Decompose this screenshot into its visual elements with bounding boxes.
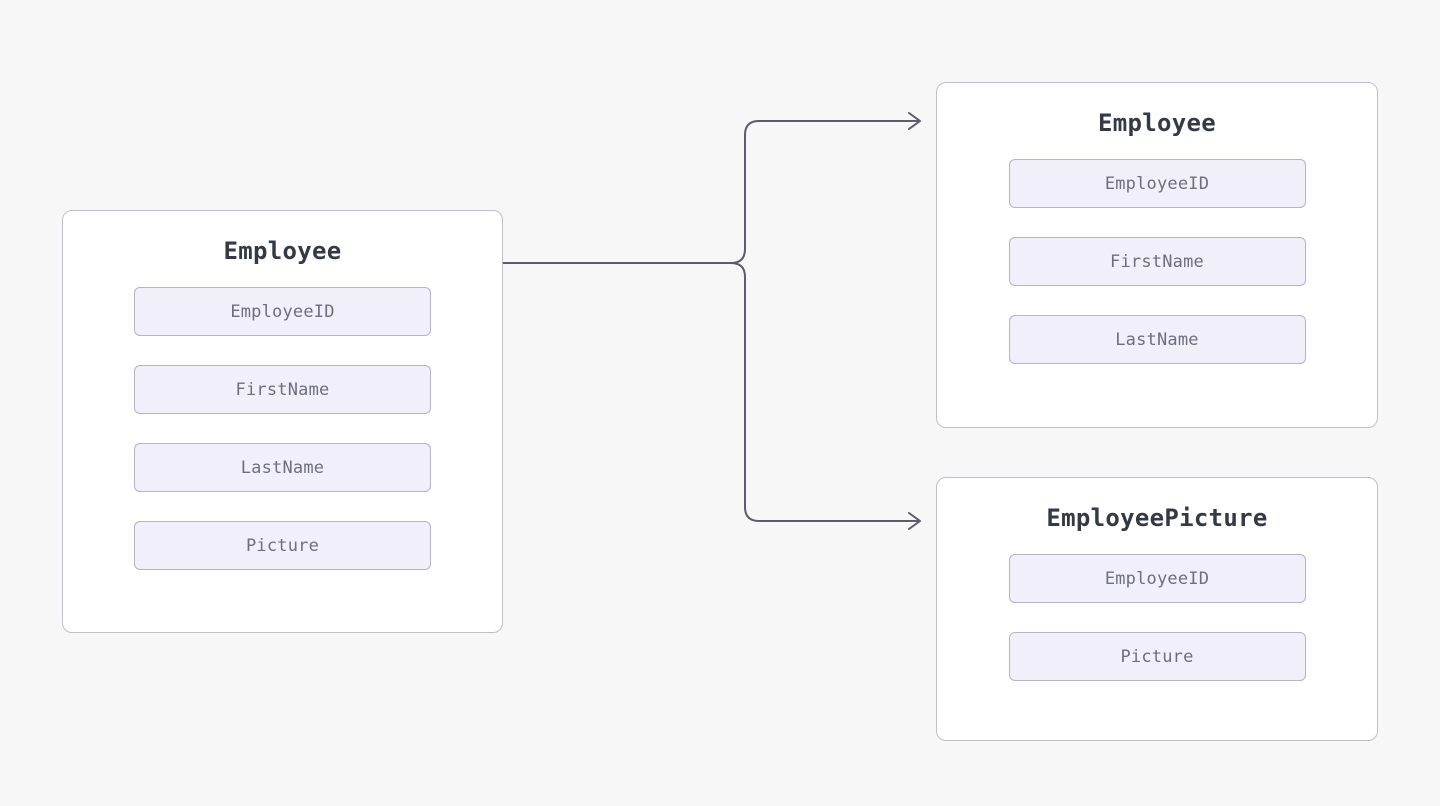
field-pill[interactable]: FirstName <box>1008 237 1306 286</box>
entity-title: EmployeePicture <box>1046 504 1268 532</box>
entity-card-source[interactable]: Employee EmployeeID FirstName LastName P… <box>62 210 503 633</box>
arrowhead-employee-icon <box>908 112 921 130</box>
field-pill[interactable]: LastName <box>1008 315 1306 364</box>
connector-branch-employee <box>730 120 919 264</box>
field-pill[interactable]: Picture <box>134 521 431 570</box>
field-pill[interactable]: FirstName <box>134 365 431 414</box>
field-list: EmployeeID FirstName LastName Picture <box>63 287 502 570</box>
field-list: EmployeeID Picture <box>937 554 1377 681</box>
field-pill[interactable]: Picture <box>1008 632 1306 681</box>
field-pill[interactable]: LastName <box>134 443 431 492</box>
connector-branch-employeepicture <box>730 262 919 522</box>
entity-card-target-employeepicture[interactable]: EmployeePicture EmployeeID Picture <box>936 477 1378 741</box>
field-list: EmployeeID FirstName LastName <box>937 159 1377 364</box>
entity-card-target-employee[interactable]: Employee EmployeeID FirstName LastName <box>936 82 1378 428</box>
arrowhead-employeepicture-icon <box>908 512 921 530</box>
field-pill[interactable]: EmployeeID <box>1008 554 1306 603</box>
entity-title: Employee <box>1098 109 1216 137</box>
field-pill[interactable]: EmployeeID <box>134 287 431 336</box>
entity-title: Employee <box>223 237 342 265</box>
field-pill[interactable]: EmployeeID <box>1008 159 1306 208</box>
